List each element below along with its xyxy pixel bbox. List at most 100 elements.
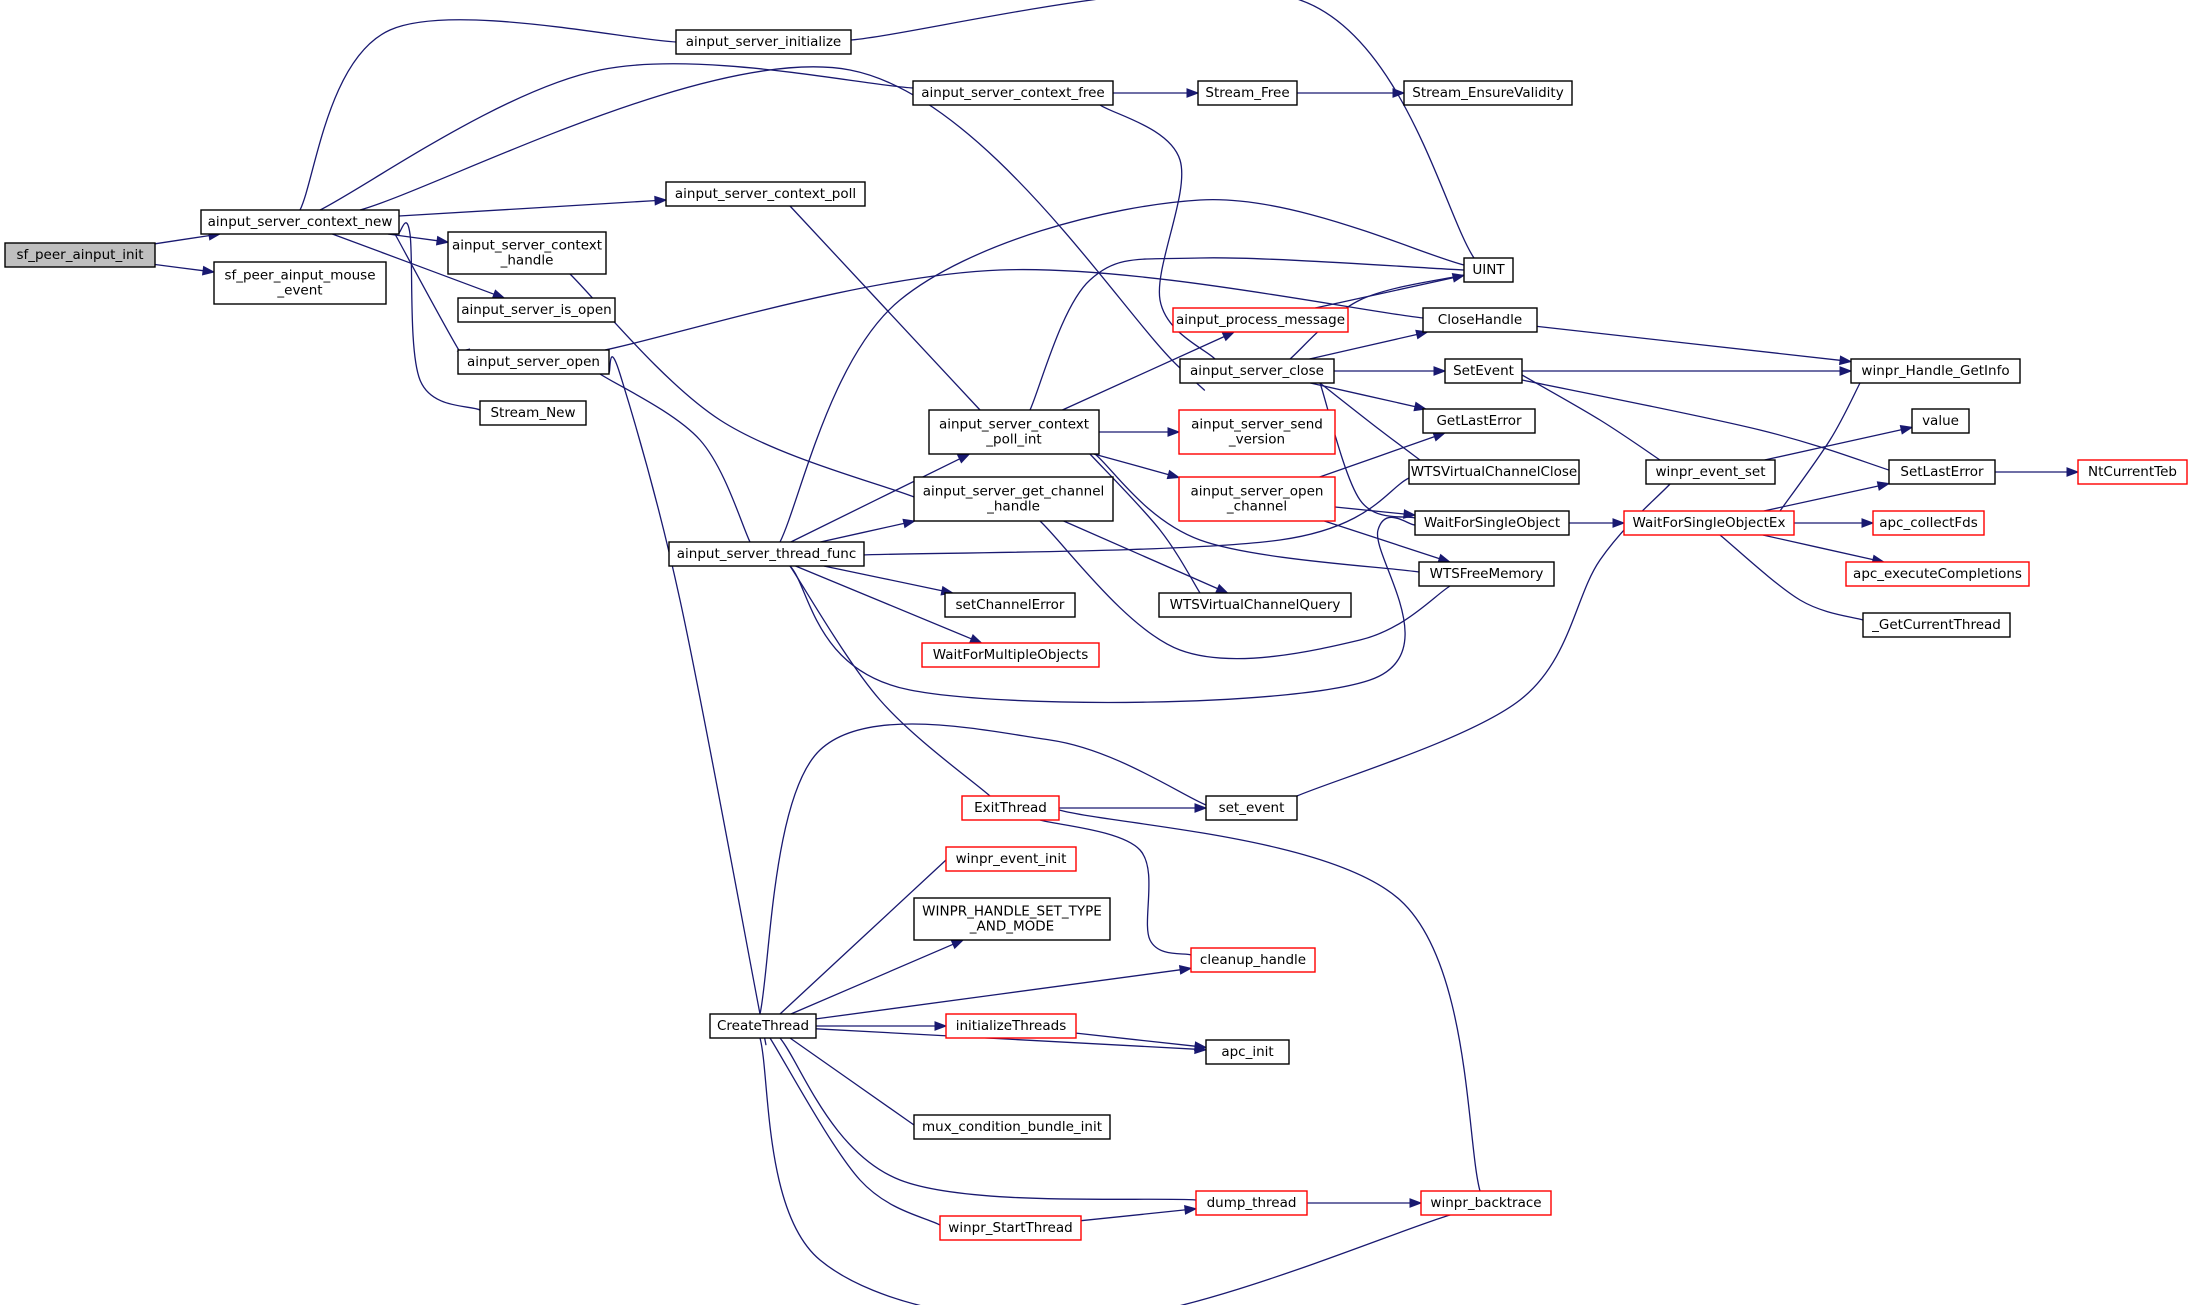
node-cleanup_handle[interactable]: cleanup_handle <box>1190 947 1316 973</box>
node-WINPR_HANDLE_SET_TYPE_AND_MODE[interactable]: WINPR_HANDLE_SET_TYPE_AND_MODE <box>913 897 1111 941</box>
node-CloseHandle[interactable]: CloseHandle <box>1422 307 1538 333</box>
node-WaitForMultipleObjects[interactable]: WaitForMultipleObjects <box>921 642 1100 668</box>
edge-line <box>1536 325 1841 361</box>
node-ExitThread[interactable]: ExitThread <box>961 795 1060 821</box>
edge-arrowhead <box>2066 467 2080 477</box>
edge-line <box>789 205 995 426</box>
node-apc_init[interactable]: apc_init <box>1205 1039 1290 1065</box>
node-sf_peer_ainput_mouse_event[interactable]: sf_peer_ainput_mouse_event <box>213 261 387 305</box>
node-SetLastError[interactable]: SetLastError <box>1888 459 1996 485</box>
node-box <box>1408 459 1580 485</box>
edge-ainput_server_context_new-to-ainput_server_context_handle <box>387 233 450 246</box>
node-apc_collectFds[interactable]: apc_collectFds <box>1872 510 1985 536</box>
edge-SetEvent-to-winpr_event_set <box>1521 374 1666 464</box>
node-setChannelError[interactable]: setChannelError <box>944 592 1076 618</box>
node-ainput_server_context_poll_int[interactable]: ainput_server_context_poll_int <box>928 409 1100 455</box>
node-apc_executeCompletions[interactable]: apc_executeCompletions <box>1845 561 2030 587</box>
node-initializeThreads[interactable]: initializeThreads <box>945 1013 1077 1039</box>
node-ainput_server_open[interactable]: ainput_server_open <box>457 349 610 375</box>
node-ainput_server_context_handle[interactable]: ainput_server_context_handle <box>447 231 607 275</box>
edge-ainput_server_get_channel_handle-to-WTSFreeMemory <box>1039 520 1458 660</box>
node-box <box>447 231 607 275</box>
edge-CreateThread-to-initializeThreads <box>816 1021 948 1031</box>
node-label: ainput_server_close <box>1190 363 1324 379</box>
node-box <box>1888 459 1996 485</box>
edge-ainput_server_initialize-to-UINT <box>850 0 1488 278</box>
edge-line <box>1029 257 1485 411</box>
node-box <box>4 242 156 268</box>
node-ainput_server_get_channel_handle[interactable]: ainput_server_get_channel_handle <box>913 476 1114 522</box>
edge-line <box>1521 374 1666 464</box>
node-UINT[interactable]: UINT <box>1463 257 1514 283</box>
node-ainput_server_context_free[interactable]: ainput_server_context_free <box>912 80 1114 106</box>
node-value[interactable]: value <box>1911 408 1970 434</box>
node-winpr_Handle_GetInfo[interactable]: winpr_Handle_GetInfo <box>1850 358 2021 384</box>
edge-SetEvent-to-SetLastError <box>1521 379 1900 474</box>
node-winpr_backtrace[interactable]: winpr_backtrace <box>1420 1190 1552 1216</box>
edge-WaitForSingleObject-to-WaitForSingleObjectEx <box>1568 518 1626 528</box>
node-box <box>1862 612 2011 638</box>
node-winpr_event_set[interactable]: winpr_event_set <box>1645 459 1776 485</box>
node-label: value <box>1922 413 1959 429</box>
node-label: CloseHandle <box>1438 312 1522 328</box>
node-label: mux_condition_bundle_init <box>922 1119 1102 1135</box>
edge-arrowhead <box>1215 583 1229 594</box>
node-ainput_server_thread_func[interactable]: ainput_server_thread_func <box>668 541 865 567</box>
node-ainput_server_open_channel[interactable]: ainput_server_open_channel <box>1178 476 1336 522</box>
edge-line <box>1310 382 1416 408</box>
node-WaitForSingleObjectEx[interactable]: WaitForSingleObjectEx <box>1623 510 1795 536</box>
node-ainput_server_is_open[interactable]: ainput_server_is_open <box>457 297 616 323</box>
node-WaitForSingleObject[interactable]: WaitForSingleObject <box>1414 510 1570 536</box>
node-Stream_EnsureValidity[interactable]: Stream_EnsureValidity <box>1403 80 1573 106</box>
edge-WaitForSingleObjectEx-to-apc_collectFds <box>1793 518 1875 528</box>
node-box <box>1178 476 1336 522</box>
node-label: Stream_EnsureValidity <box>1412 85 1563 101</box>
node-box <box>928 409 1100 455</box>
node-label: ainput_server_context <box>452 238 602 254</box>
node-Stream_Free[interactable]: Stream_Free <box>1197 80 1298 106</box>
node-CreateThread[interactable]: CreateThread <box>709 1013 817 1039</box>
node-label: WINPR_HANDLE_SET_TYPE <box>922 904 1102 920</box>
edge-arrowhead <box>1839 355 1853 366</box>
edge-ainput_server_get_channel_handle-to-WTSVirtualChannelQuery <box>1063 520 1229 594</box>
node-dump_thread[interactable]: dump_thread <box>1195 1190 1308 1216</box>
node-box <box>945 846 1077 872</box>
edge-ExitThread-to-winpr_backtrace <box>1058 809 1487 1214</box>
edge-sf_peer_ainput_init-to-sf_peer_ainput_mouse_event <box>154 263 216 276</box>
node-NtCurrentTeb[interactable]: NtCurrentTeb <box>2077 459 2188 485</box>
node-box <box>1190 947 1316 973</box>
edge-arrowhead <box>950 939 965 950</box>
node-mux_condition_bundle_init[interactable]: mux_condition_bundle_init <box>913 1114 1111 1140</box>
node-sf_peer_ainput_init[interactable]: sf_peer_ainput_init <box>4 242 156 268</box>
node-WTSVirtualChannelQuery[interactable]: WTSVirtualChannelQuery <box>1158 592 1352 618</box>
edge-ExitThread-to-set_event <box>1058 803 1208 813</box>
node-label: NtCurrentTeb <box>2088 464 2177 480</box>
edge-arrowhead <box>902 518 917 529</box>
node-box <box>457 349 610 375</box>
node-_GetCurrentThread[interactable]: _GetCurrentThread <box>1862 612 2011 638</box>
node-WTSVirtualChannelClose[interactable]: WTSVirtualChannelClose <box>1408 459 1580 485</box>
node-box <box>1422 408 1536 434</box>
node-ainput_server_close[interactable]: ainput_server_close <box>1179 358 1335 384</box>
node-Stream_New[interactable]: Stream_New <box>479 400 587 426</box>
node-SetEvent[interactable]: SetEvent <box>1444 358 1523 384</box>
node-winpr_StartThread[interactable]: winpr_StartThread <box>939 1215 1082 1241</box>
edge-arrowhead <box>1839 366 1853 376</box>
edge-line <box>359 66 1205 391</box>
node-ainput_server_initialize[interactable]: ainput_server_initialize <box>675 29 852 55</box>
node-ainput_server_context_poll[interactable]: ainput_server_context_poll <box>665 181 866 207</box>
edge-line <box>599 373 755 551</box>
edge-line <box>789 516 1419 704</box>
node-WTSFreeMemory[interactable]: WTSFreeMemory <box>1418 561 1555 587</box>
node-set_event[interactable]: set_event <box>1205 795 1298 821</box>
edge-line <box>850 0 1488 278</box>
node-ainput_server_send_version[interactable]: ainput_server_send_version <box>1178 409 1336 455</box>
node-ainput_server_context_new[interactable]: ainput_server_context_new <box>200 209 400 235</box>
edge-line <box>759 1037 1477 1305</box>
node-ainput_process_message[interactable]: ainput_process_message <box>1172 307 1349 333</box>
node-label: _handle <box>986 499 1040 515</box>
node-GetLastError[interactable]: GetLastError <box>1422 408 1536 434</box>
node-label: winpr_event_init <box>956 851 1067 867</box>
edge-arrowhead <box>435 235 450 246</box>
node-winpr_event_init[interactable]: winpr_event_init <box>945 846 1077 872</box>
